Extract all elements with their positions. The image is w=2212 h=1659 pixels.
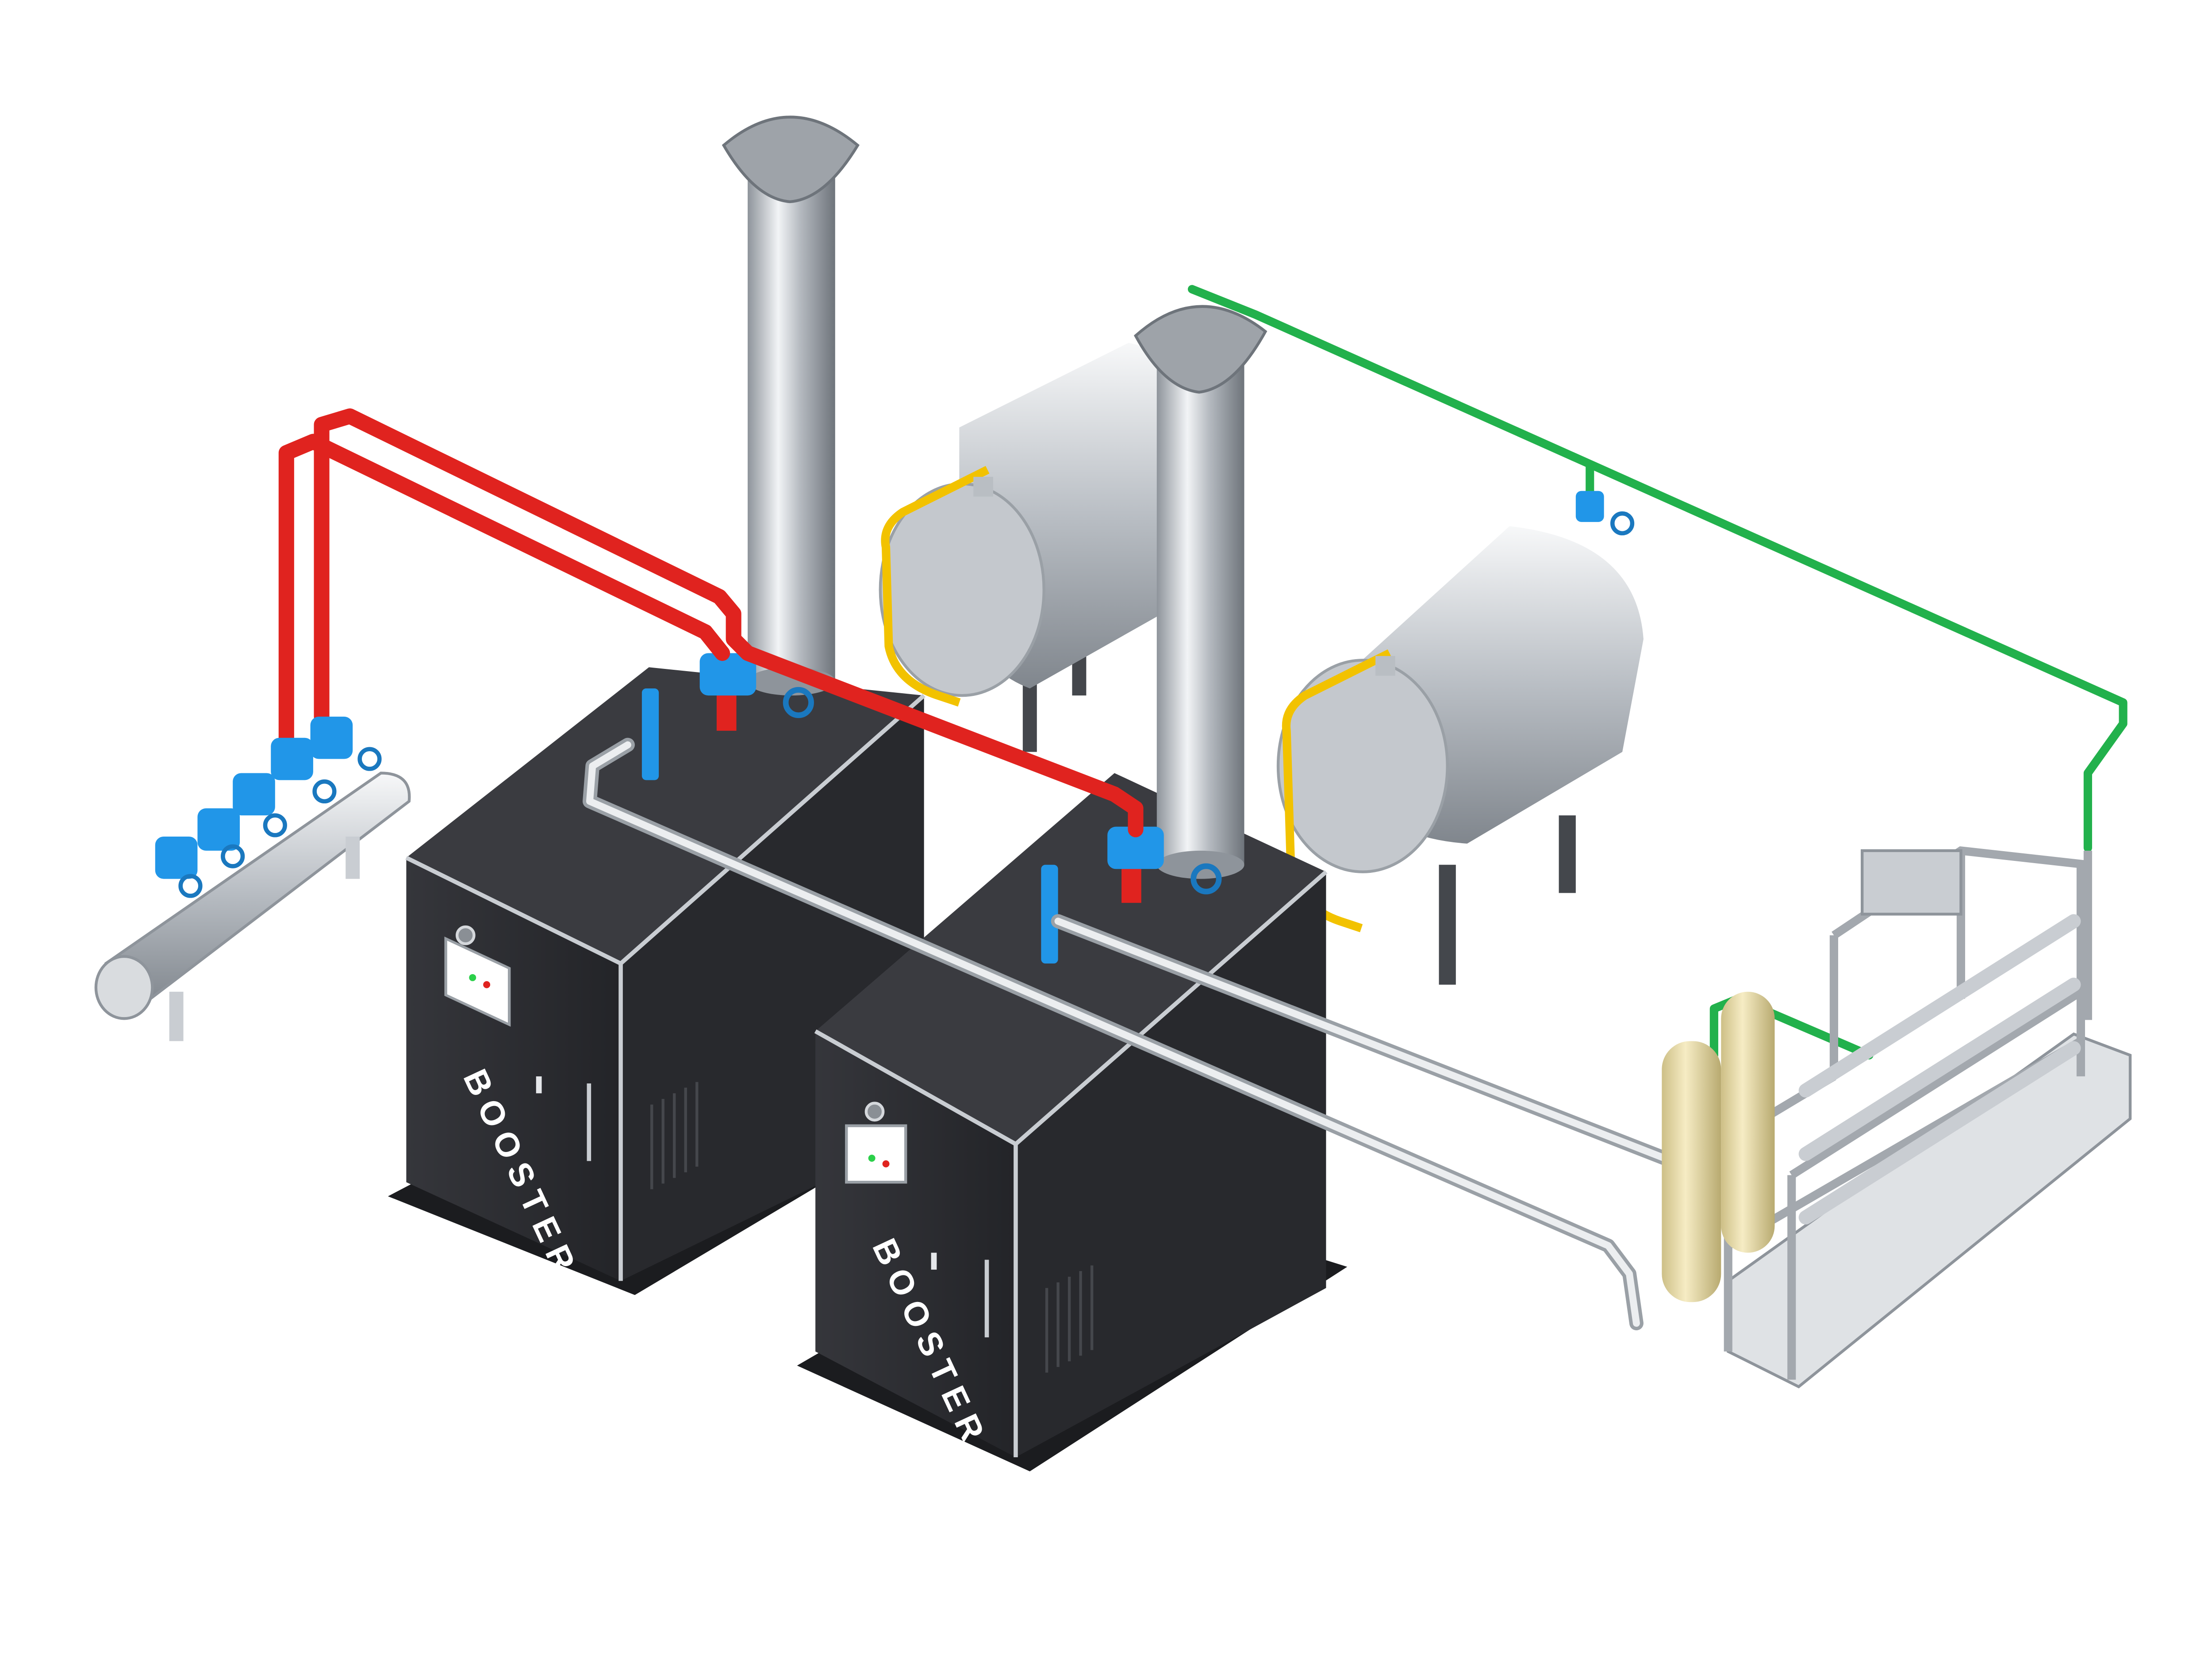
fuel-line-rear: [881, 466, 990, 707]
filter-vessel-2: [1721, 991, 1775, 1253]
steam-header: [94, 716, 411, 1041]
valve-icon: [263, 813, 287, 837]
pressure-gauge-icon: [864, 1102, 885, 1122]
chimney-cap-1: [722, 115, 860, 204]
control-panel-1: [444, 936, 511, 1027]
vent-grille-1: [650, 1082, 699, 1190]
valve-icon: [783, 687, 814, 718]
water-line-valve: [1575, 491, 1635, 536]
filter-vessel-1: [1662, 1041, 1721, 1302]
fuel-tank-rear: [879, 342, 1193, 752]
chimney-2: [1156, 364, 1244, 865]
safety-valve-icon: [1041, 864, 1058, 964]
water-treatment-skid: [1662, 846, 2132, 1389]
fuel-tank-front: [1276, 526, 1644, 985]
safety-valve-icon: [641, 688, 659, 780]
status-led-icon: [882, 1160, 890, 1167]
valve-icon: [178, 874, 203, 898]
boiler-unit-2: BOOSTER: [797, 305, 1348, 1471]
steam-pipes: [278, 408, 1144, 837]
status-led-icon: [868, 1155, 876, 1162]
steam-valve-1: [699, 653, 757, 696]
steam-valve-2: [1107, 826, 1164, 869]
valve-icon: [1610, 511, 1635, 536]
valve-icon: [357, 747, 382, 771]
chimney-1: [748, 159, 835, 682]
valve-icon: [1190, 863, 1222, 895]
pressure-gauge-icon: [455, 925, 476, 945]
valve-icon: [312, 779, 337, 804]
valve-icon: [221, 844, 245, 868]
vent-grille-2: [1045, 1265, 1094, 1373]
header-valves: [155, 716, 353, 879]
status-led-icon: [469, 974, 476, 981]
status-led-icon: [483, 981, 491, 988]
chimney-cap-2: [1133, 305, 1267, 394]
control-panel-2: [845, 1124, 907, 1184]
